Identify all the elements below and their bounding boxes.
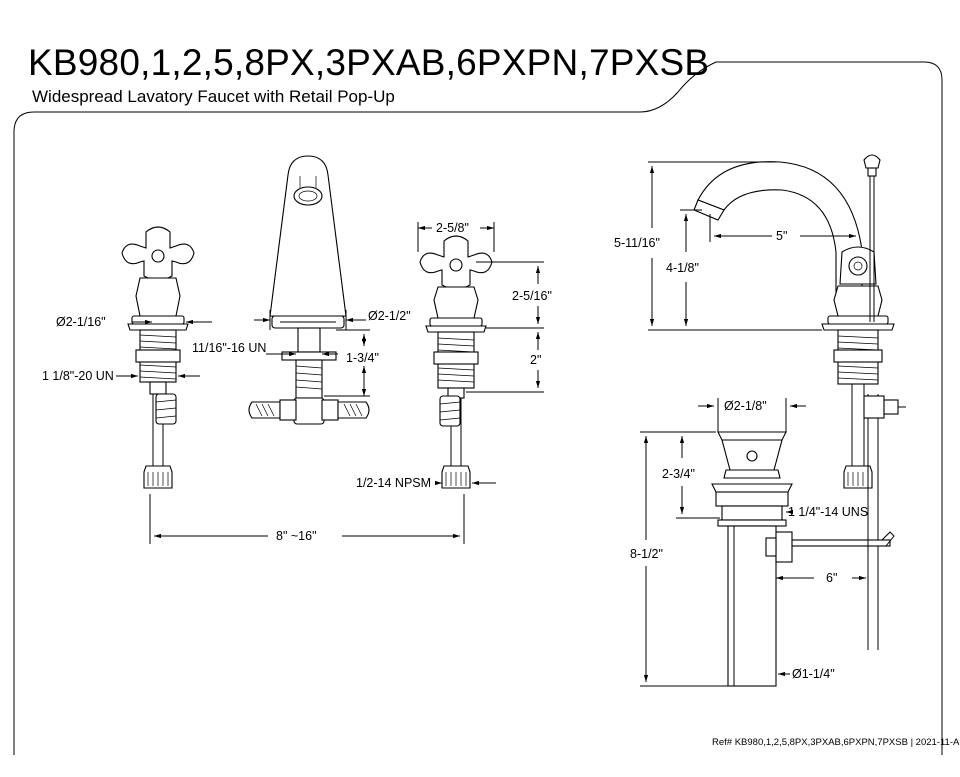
sheet-border — [13, 61, 943, 755]
faucet-side-view — [693, 154, 906, 650]
label-tailpiece-diameter: Ø1-1/4" — [792, 667, 835, 681]
label-spout-reach: 5" — [776, 229, 787, 243]
dimension-lines — [116, 161, 866, 687]
label-pop-up-rod-length: 6" — [826, 571, 837, 585]
label-center-spread: 8" ~16" — [276, 529, 317, 543]
reference-footer: Ref# KB980,1,2,5,8PX,3PXAB,6PXPN,7PXSB |… — [712, 737, 960, 748]
label-spout-mount-thread: 11/16"-16 UN — [192, 341, 266, 355]
spout-assembly — [248, 155, 370, 425]
label-drain-flange-diameter: Ø2-1/8" — [724, 399, 767, 413]
label-drain-total-length: 8-1/2" — [630, 547, 663, 561]
label-handle-shank-thread: 1 1/8"-20 UN — [42, 369, 114, 383]
label-handle-shank-length: 2" — [530, 353, 541, 367]
label-drain-body-height: 2-3/4" — [662, 467, 695, 481]
label-supply-thread: 1/2-14 NPSM — [356, 476, 431, 490]
label-spout-base-diameter: Ø2-1/2" — [368, 309, 411, 323]
label-spout-clearance: 4-1/8" — [666, 261, 699, 275]
left-handle-assembly — [121, 226, 195, 489]
page-title: KB980,1,2,5,8PX,3PXAB,6PXPN,7PXSB — [28, 42, 710, 83]
right-handle-assembly — [419, 235, 493, 489]
label-overall-height: 5-11/16" — [614, 236, 660, 250]
label-handle-height: 2-5/16" — [512, 289, 552, 303]
drain-assembly — [711, 431, 895, 687]
label-drain-thread: 1 1/4"-14 UNS — [788, 505, 868, 519]
label-handle-flange-diameter: Ø2-1/16" — [56, 315, 106, 329]
label-handle-width: 2-5/8" — [436, 221, 469, 235]
label-spout-shank-length: 1-3/4" — [346, 351, 379, 365]
page-subtitle: Widespread Lavatory Faucet with Retail P… — [32, 87, 395, 106]
